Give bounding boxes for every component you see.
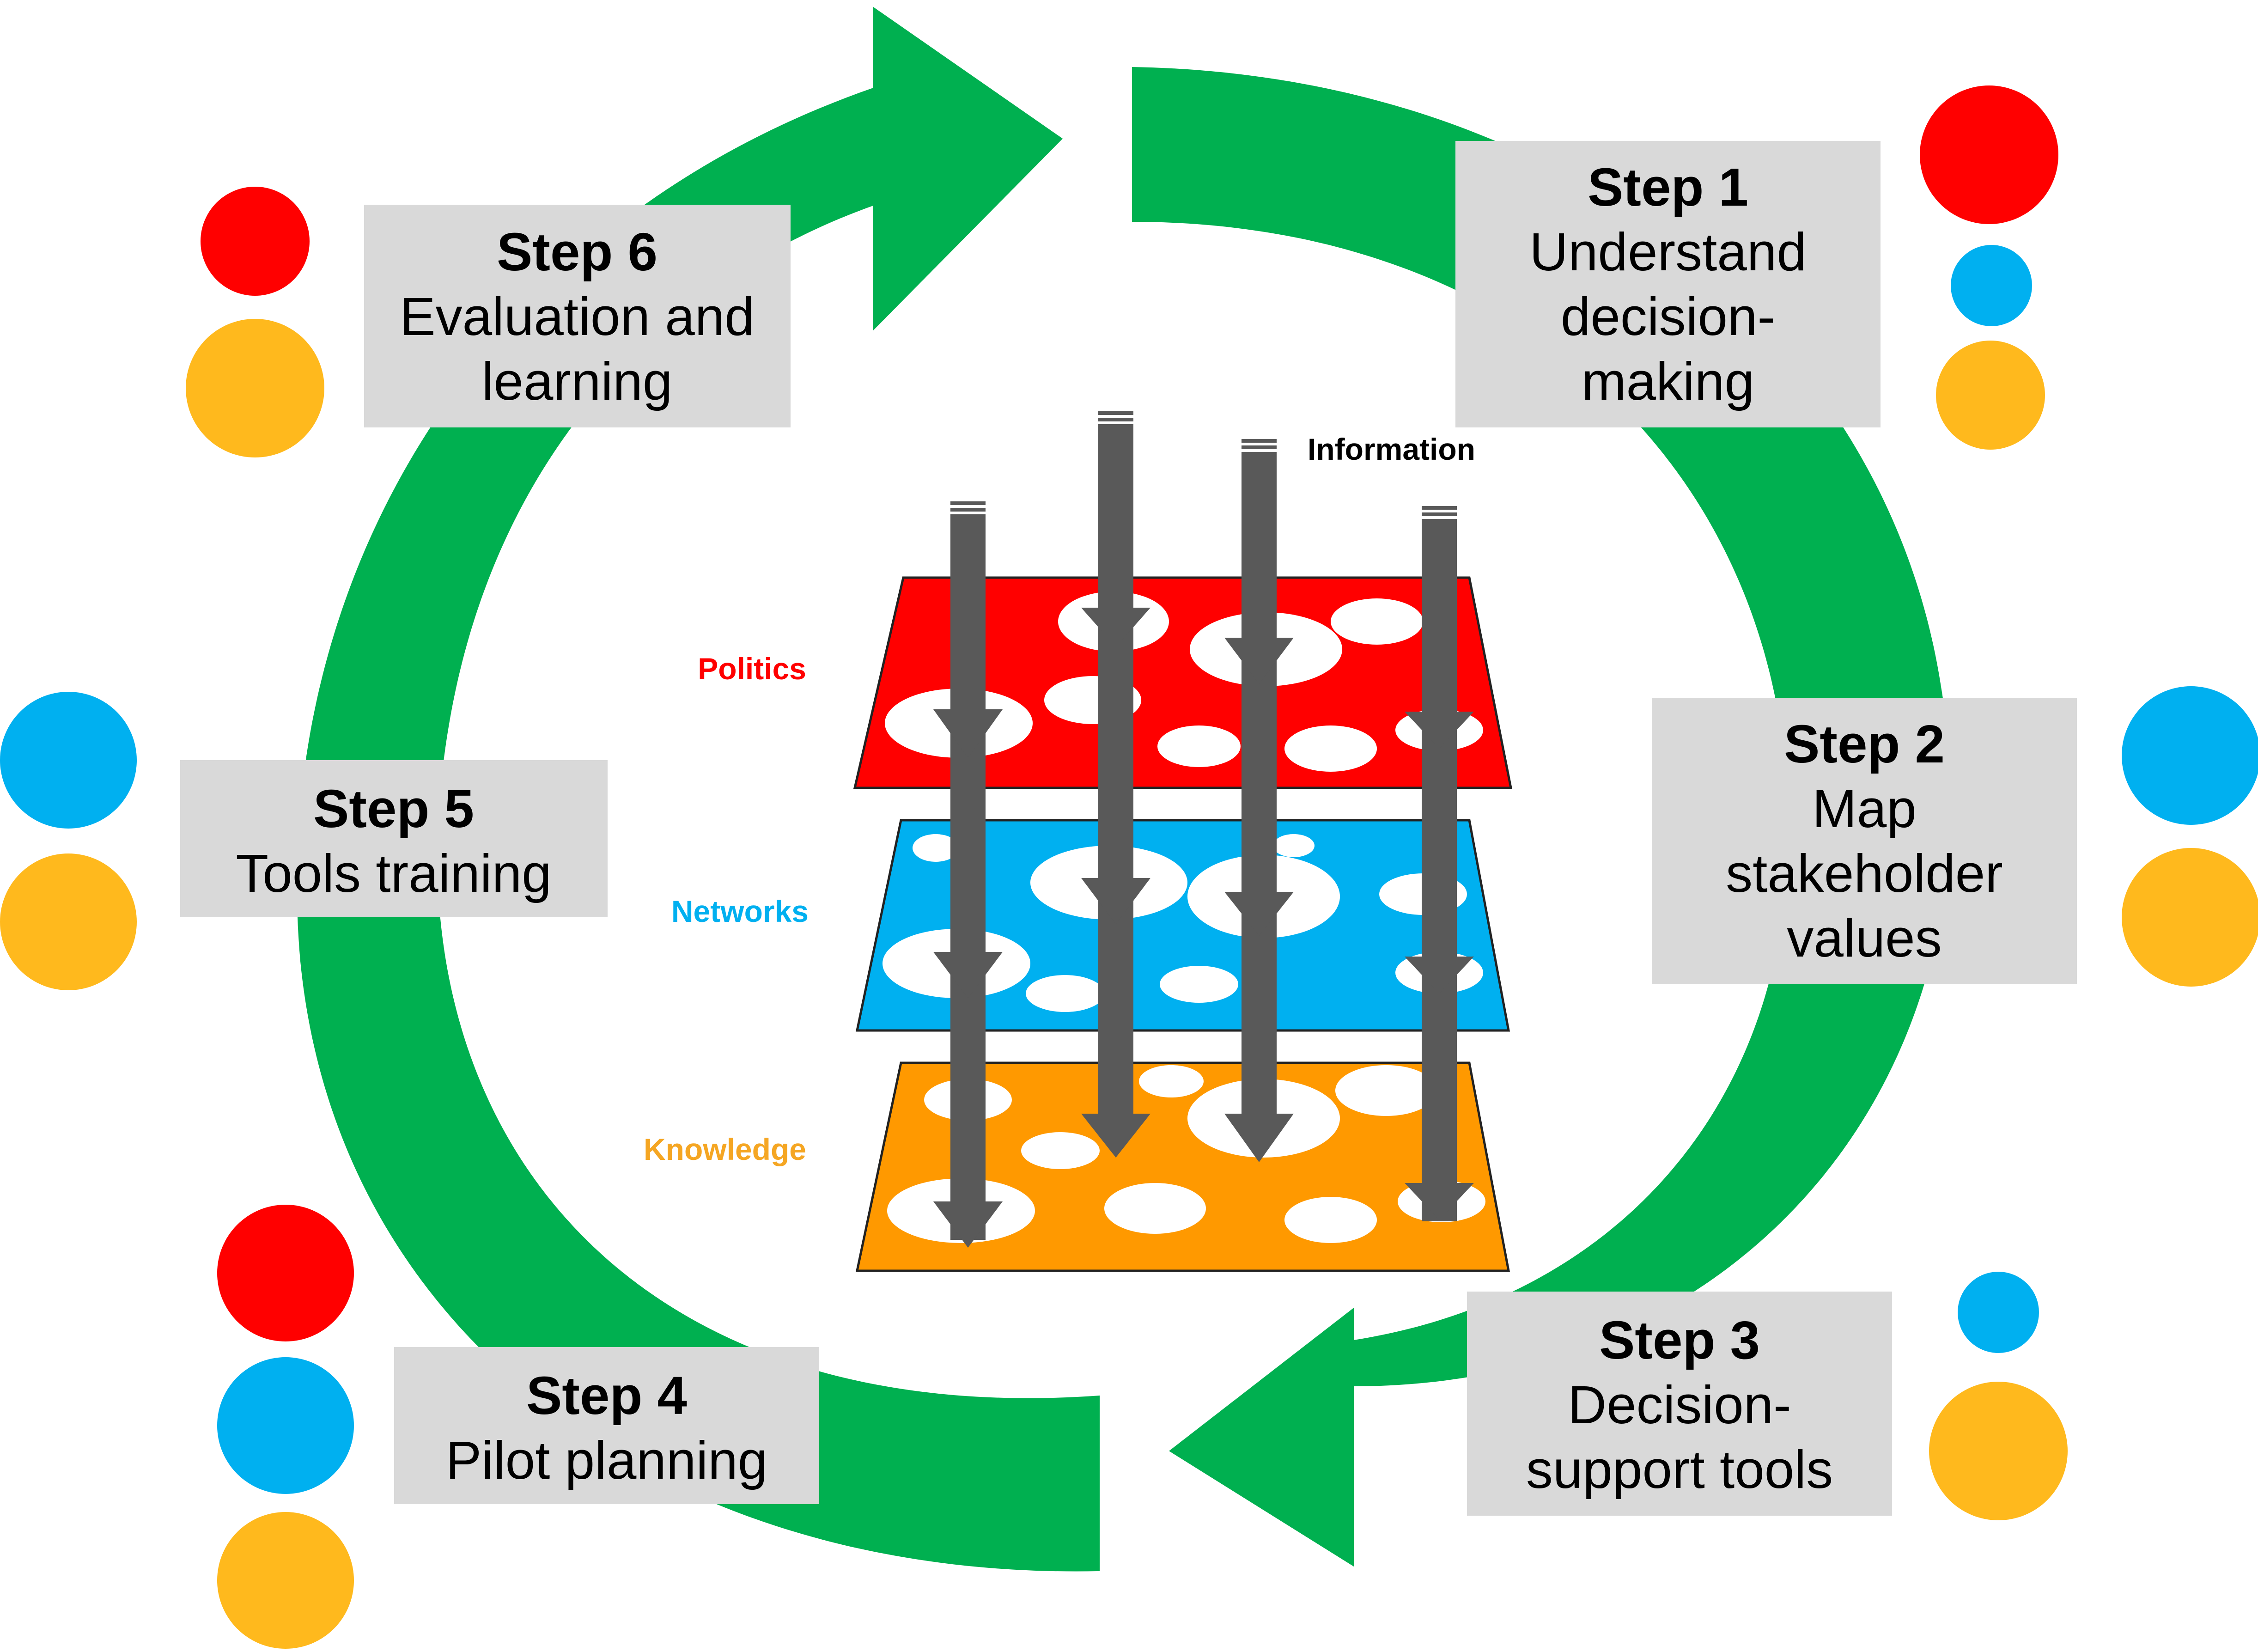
step-3-blue-dot [1958,1272,2039,1353]
knowledge-hole [1335,1065,1437,1116]
politics-label: Politics [698,652,806,686]
step-5-box: Step 5 Tools training [180,760,608,917]
step-6-orange-dot [186,319,324,457]
step-3-orange-dot [1929,1382,2068,1520]
step-5-title: Step 5 [313,779,474,839]
layer-stack: Politics Networks Knowledge Information [644,411,1513,1272]
step-2-blue-dot [2122,686,2258,825]
step-1-red-dot [1920,85,2058,224]
step-4-title: Step 4 [526,1365,687,1426]
step-1-box: Step 1 Understand decision- making [1455,141,1881,427]
politics-layer [853,576,1513,789]
networks-hole [1026,975,1104,1012]
step-1-orange-dot [1936,341,2045,450]
step-3-line-2: support tools [1526,1439,1833,1500]
step-6-red-dot [201,187,310,296]
politics-hole [1284,725,1377,772]
step-1-title: Step 1 [1588,157,1748,217]
information-arrows [933,411,1474,1248]
step-3-box: Step 3 Decision- support tools [1467,1292,1892,1516]
step-2-background [1652,698,2077,984]
step-1-line-2: decision- [1561,287,1775,347]
step-2-title: Step 2 [1784,714,1945,774]
step-5-background [180,760,608,917]
networks-hole [1273,834,1315,857]
step-2-box: Step 2 Map stakeholder values [1652,698,2077,984]
step-2-line-2: stakeholder [1726,843,2003,903]
information-arrow [1405,506,1474,1221]
knowledge-hole [1104,1183,1206,1234]
step-4-line-1: Pilot planning [446,1430,768,1490]
information-arrow [1224,439,1294,1162]
step-5-orange-dot [0,853,137,990]
step-3-title: Step 3 [1599,1310,1760,1370]
knowledge-label: Knowledge [644,1132,806,1166]
step-1-background [1455,141,1881,427]
step-2-line-1: Map [1812,779,1917,839]
step-6-line-2: learning [482,351,673,411]
networks-hole [1160,966,1238,1003]
step-5-line-1: Tools training [236,843,551,903]
step-6-box: Step 6 Evaluation and learning [364,205,791,427]
step-3-line-1: Decision- [1568,1375,1791,1435]
step-1-blue-dot [1951,245,2032,326]
information-arrow [1081,411,1150,1158]
step-4-background [394,1347,819,1504]
step-4-blue-dot [217,1357,354,1494]
step-2-orange-dot [2122,848,2258,987]
step-boxes: Step 1 Understand decision- making Step … [180,141,2077,1516]
cycle-arrow-right-icon [1132,67,1951,1567]
knowledge-hole [1139,1065,1204,1097]
information-label: Information [1308,432,1475,466]
networks-hole [913,834,959,862]
indicator-dots [0,85,2258,1649]
step-2-line-3: values [1787,908,1942,968]
step-3-background [1467,1292,1892,1516]
step-1-line-1: Understand [1529,222,1807,282]
information-arrow [933,501,1003,1248]
knowledge-hole [1284,1197,1377,1243]
step-4-red-dot [217,1205,354,1341]
networks-label: Networks [671,894,809,928]
knowledge-hole [1021,1132,1100,1169]
step-1-line-3: making [1582,351,1754,411]
step-5-blue-dot [0,692,137,829]
step-6-background [364,205,791,427]
step-6-title: Step 6 [497,222,657,282]
politics-hole [1331,598,1423,645]
step-4-orange-dot [217,1512,354,1649]
politics-hole [1157,725,1241,767]
step-6-line-1: Evaluation and [400,287,754,347]
step-4-box: Step 4 Pilot planning [394,1347,819,1504]
